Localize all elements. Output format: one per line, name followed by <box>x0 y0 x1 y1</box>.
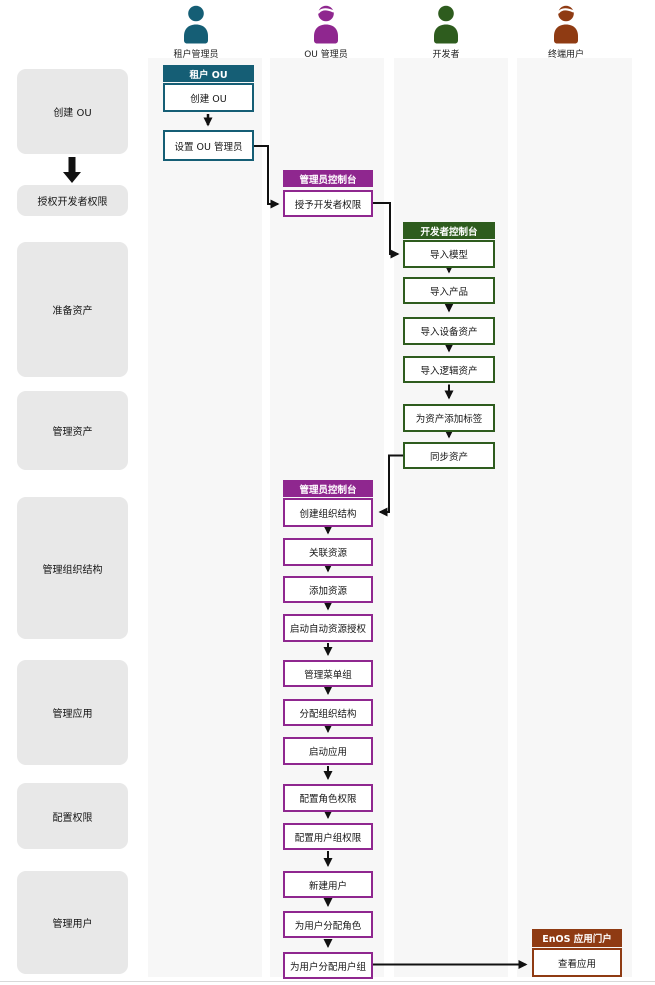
stage-prepare-assets: 准备资产 <box>17 242 128 377</box>
stage-manage-org: 管理组织结构 <box>17 497 128 639</box>
lane-end-user <box>517 58 632 977</box>
person-icon-tenant-admin <box>184 5 208 44</box>
person-icon-ou-admin <box>314 5 338 44</box>
person-icon-developer <box>434 5 458 44</box>
step-auto-resource-auth: 启动自动资源授权 <box>283 614 373 642</box>
step-config-group-perms: 配置用户组权限 <box>283 823 373 850</box>
header-dev-console: 开发者控制台 <box>403 222 495 239</box>
header-tenant-ou: 租户 OU <box>163 65 254 82</box>
step-import-logical: 导入逻辑资产 <box>403 356 495 383</box>
stage-manage-users: 管理用户 <box>17 871 128 974</box>
header-enos-portal: EnOS 应用门户 <box>532 929 622 947</box>
step-sync-assets: 同步资产 <box>403 442 495 469</box>
step-tag-assets: 为资产添加标签 <box>403 404 495 432</box>
header-admin-console-1: 管理员控制台 <box>283 170 373 187</box>
step-view-apps: 查看应用 <box>532 948 622 977</box>
step-enable-app: 启动应用 <box>283 737 373 765</box>
step-manage-menu-groups: 管理菜单组 <box>283 660 373 687</box>
lane-developer <box>394 58 508 977</box>
role-end-user: 终端用户 <box>516 5 616 60</box>
role-label: 租户管理员 <box>173 50 219 60</box>
header-admin-console-2: 管理员控制台 <box>283 480 373 497</box>
step-set-ou-admin: 设置 OU 管理员 <box>163 130 254 161</box>
stage-grant-developer: 授权开发者权限 <box>17 185 128 216</box>
step-assign-org: 分配组织结构 <box>283 699 373 726</box>
step-assign-roles: 为用户分配角色 <box>283 911 373 938</box>
stage-manage-assets: 管理资产 <box>17 391 128 470</box>
step-config-role-perms: 配置角色权限 <box>283 784 373 812</box>
step-grant-dev-perms: 授予开发者权限 <box>283 190 373 217</box>
step-create-ou: 创建 OU <box>163 83 254 112</box>
stage-create-ou: 创建 OU <box>17 69 128 154</box>
role-tenant-admin: 租户管理员 <box>146 5 246 60</box>
lane-tenant-admin <box>148 58 262 977</box>
step-import-products: 导入产品 <box>403 277 495 304</box>
stage-manage-apps: 管理应用 <box>17 660 128 765</box>
step-import-devices: 导入设备资产 <box>403 317 495 345</box>
step-create-org: 创建组织结构 <box>283 498 373 527</box>
role-ou-admin: OU 管理员 <box>276 5 376 60</box>
role-label: 开发者 <box>432 50 460 60</box>
step-add-resources: 添加资源 <box>283 576 373 603</box>
stage-config-perms: 配置权限 <box>17 783 128 849</box>
step-assign-user-groups: 为用户分配用户组 <box>283 952 373 979</box>
role-label: OU 管理员 <box>304 50 348 60</box>
role-label: 终端用户 <box>547 50 584 60</box>
person-icon-end-user <box>554 5 578 44</box>
role-developer: 开发者 <box>396 5 496 60</box>
step-link-resources: 关联资源 <box>283 538 373 566</box>
step-create-users: 新建用户 <box>283 871 373 898</box>
sidebar-stage-arrow <box>63 157 81 183</box>
bottom-divider <box>0 981 655 982</box>
step-import-models: 导入模型 <box>403 240 495 268</box>
